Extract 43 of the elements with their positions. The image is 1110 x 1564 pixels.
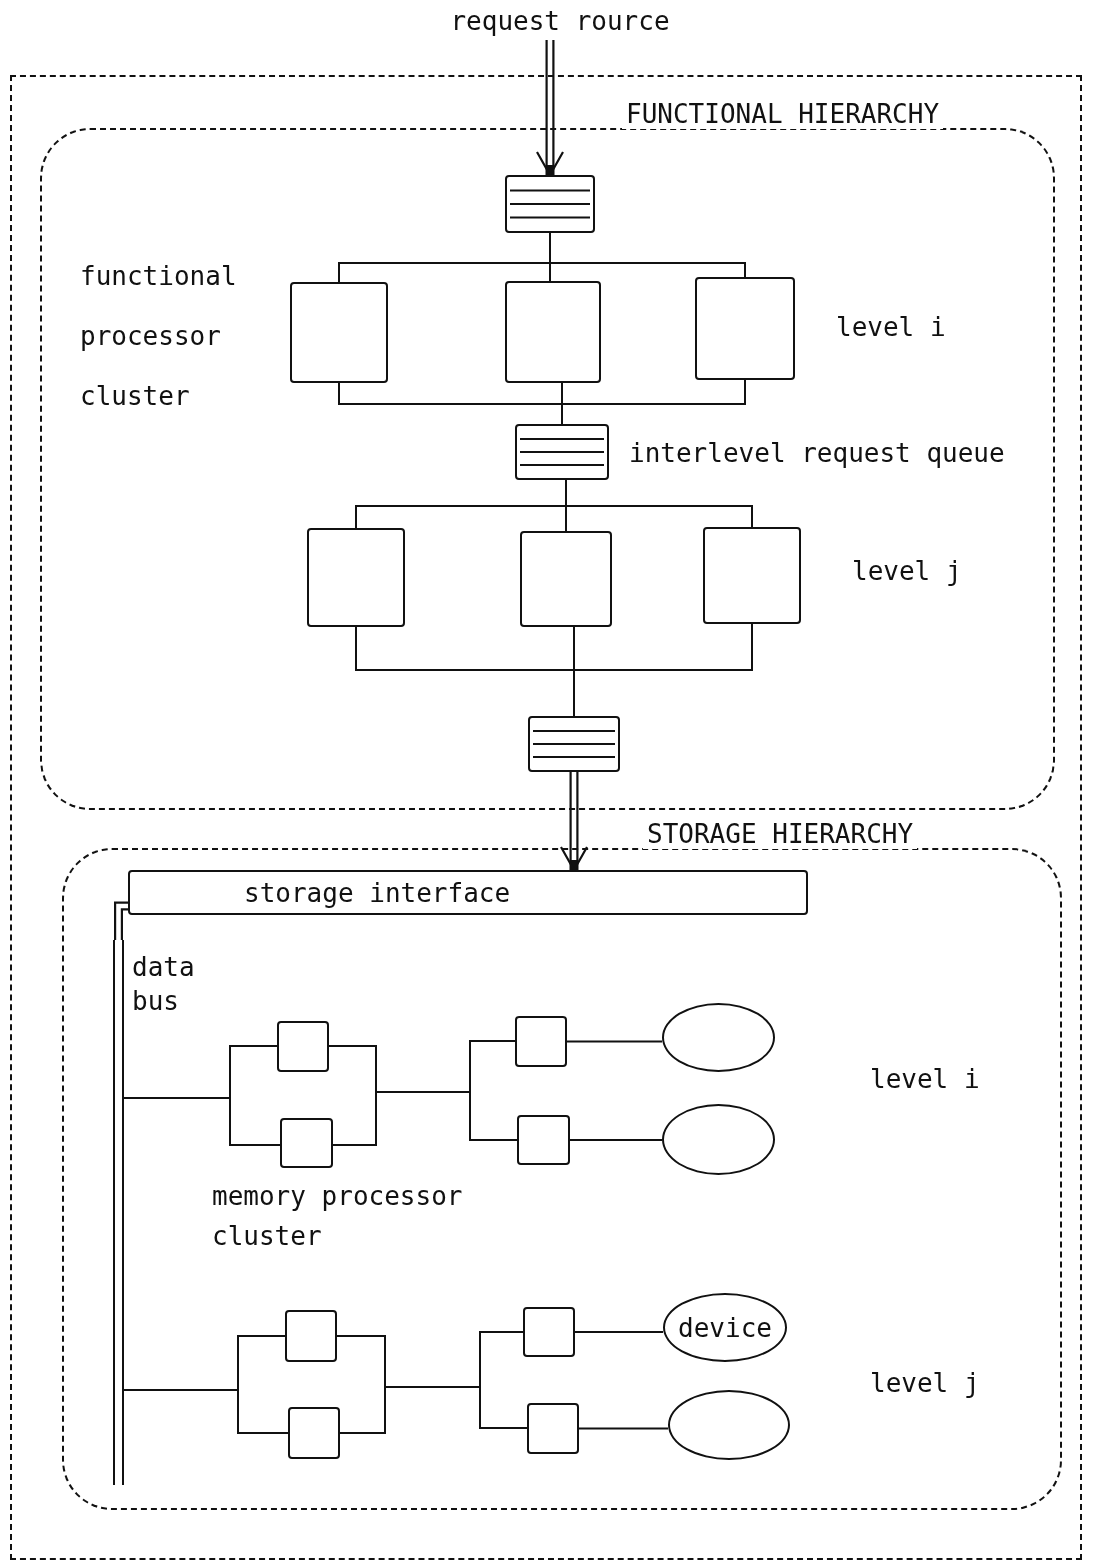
level-label: level i	[870, 1064, 981, 1094]
double-line-arrow	[535, 40, 565, 177]
connector-line	[561, 379, 746, 425]
processor-box	[520, 531, 612, 627]
connector-line	[123, 1097, 281, 1146]
processor-box	[290, 282, 388, 383]
processor-box	[505, 281, 601, 383]
processor-box	[523, 1307, 575, 1357]
cluster-label: memory processor cluster	[212, 1180, 464, 1253]
processor-box	[527, 1403, 579, 1454]
source-label: request rource	[449, 6, 671, 36]
connector-line	[569, 1139, 663, 1141]
level-label: level j	[870, 1368, 981, 1398]
interface-box: storage interface	[128, 870, 808, 915]
connector-line	[123, 1389, 289, 1434]
processor-box	[515, 1016, 567, 1067]
connector-line	[339, 1386, 528, 1434]
data-bus	[113, 940, 124, 1485]
bus-label: data bus	[132, 951, 196, 1018]
connector-line	[549, 232, 746, 278]
processor-box	[517, 1115, 570, 1165]
queue-symbol	[505, 175, 595, 233]
connector-line	[332, 1091, 518, 1146]
connector-line	[578, 1427, 669, 1430]
double-line-arrow	[559, 772, 589, 872]
processor-box	[277, 1021, 329, 1072]
dashed-frame	[10, 75, 1082, 1560]
connector-line	[574, 1331, 664, 1333]
level-label: level i	[836, 312, 947, 342]
level-label: level j	[852, 556, 963, 586]
double-line-bus	[114, 901, 128, 940]
processor-box	[285, 1310, 337, 1362]
device-ellipse: device	[663, 1293, 787, 1362]
processor-box	[703, 527, 801, 624]
queue-label: interlevel request queue	[629, 438, 1005, 468]
processor-box	[280, 1118, 333, 1168]
processor-box	[307, 528, 405, 627]
connector-line	[573, 623, 753, 717]
processor-box	[288, 1407, 340, 1459]
processor-box	[695, 277, 795, 380]
cluster-label: functional processor cluster	[80, 260, 238, 413]
connector-line	[566, 1040, 663, 1043]
queue-symbol	[528, 716, 620, 772]
